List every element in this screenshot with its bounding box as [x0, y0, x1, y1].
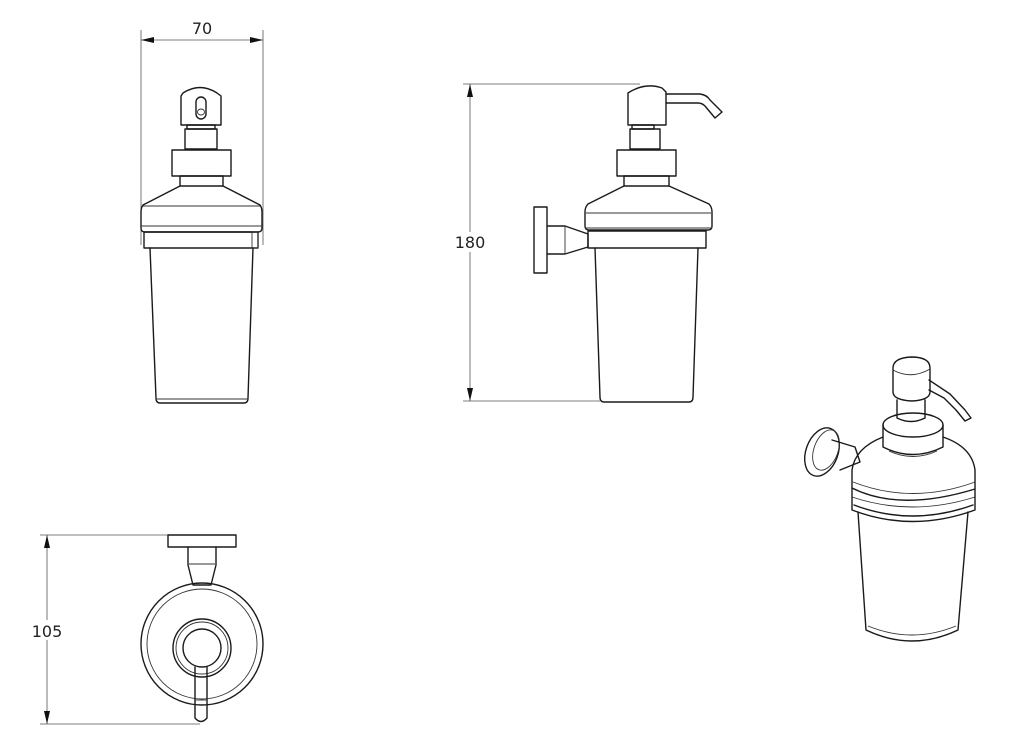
dimension-depth: 105: [28, 534, 235, 725]
side-view: 180: [452, 83, 723, 403]
isometric-view: [804, 356, 976, 642]
front-view: 70: [140, 19, 264, 404]
dimension-label-depth: 105: [32, 622, 63, 641]
dimension-width: 70: [140, 19, 264, 245]
dimension-height: 180: [452, 83, 640, 402]
dimension-label-width: 70: [192, 19, 212, 38]
dimension-label-height: 180: [455, 233, 486, 252]
top-view: 105: [28, 534, 264, 725]
